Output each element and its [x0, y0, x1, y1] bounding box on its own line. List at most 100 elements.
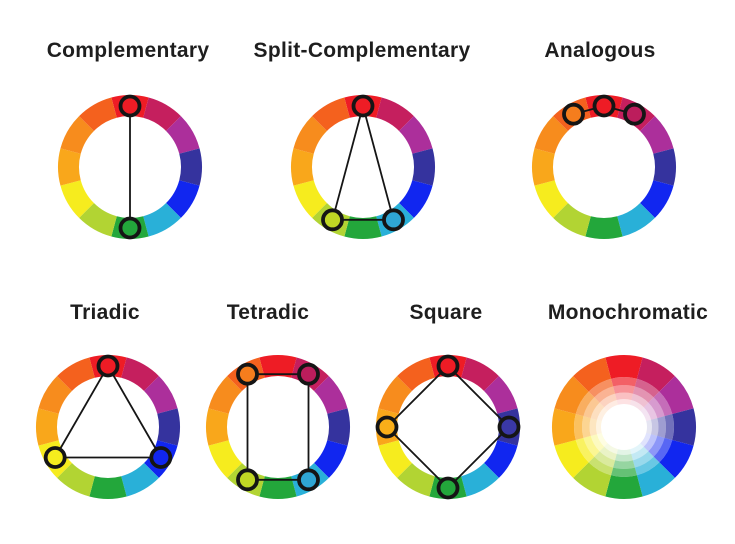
wheel-segment-yellow-green — [553, 203, 591, 237]
mono-segment-blue-green-tint2 — [632, 451, 654, 468]
mono-segment-yellow-orange-tint0 — [552, 408, 576, 446]
wheel-segment-orange — [60, 116, 94, 154]
wheel-segment-red-orange — [312, 97, 350, 131]
wheel-segment-violet — [144, 376, 178, 414]
wheel-segment-red-violet — [376, 97, 414, 131]
monochromatic-title: Monochromatic — [547, 301, 709, 324]
connection-line — [447, 365, 510, 428]
marker-red — [351, 94, 375, 118]
wheel-segment-yellow — [208, 440, 242, 478]
marker-red — [118, 94, 142, 118]
mono-segment-yellow-green-tint4 — [604, 443, 619, 455]
wheel-segment-yellow-green — [397, 463, 435, 497]
wheel-segment-green — [89, 476, 127, 499]
square-title: Square — [409, 301, 483, 324]
mono-segment-red-violet-tint1 — [634, 378, 660, 398]
marker-red — [436, 354, 460, 378]
color-wheel-square — [375, 354, 521, 500]
color-wheel-monochromatic — [552, 355, 696, 499]
mono-segment-blue-violet-tint0 — [672, 408, 696, 446]
mono-segment-yellow-tint2 — [583, 435, 600, 457]
mono-segment-violet-tint4 — [640, 407, 652, 422]
wheel-segment-blue — [166, 180, 200, 218]
mono-segment-orange-tint1 — [575, 391, 595, 417]
wheel-segment-blue — [484, 440, 518, 478]
wheel-segment-yellow-orange — [532, 148, 555, 186]
wheel-segment-blue-violet — [157, 408, 180, 446]
wheel-segment-red-orange — [397, 357, 435, 391]
mono-segment-red-orange-tint4 — [604, 399, 619, 411]
marker-red-orange — [236, 362, 259, 386]
marker-yellow — [43, 446, 67, 469]
mono-segment-green-tint3 — [615, 454, 633, 462]
wheel-segment-blue-green — [617, 203, 655, 237]
mono-segment-yellow-green-tint3 — [599, 446, 617, 461]
wheel-segment-orange — [534, 116, 568, 154]
connection-line — [107, 365, 162, 458]
mono-segment-red-tint1 — [611, 377, 637, 387]
wheel-segment-orange — [378, 376, 412, 414]
mono-segment-red-orange-tint2 — [594, 386, 616, 403]
mono-segment-orange-tint4 — [596, 407, 608, 422]
wheel-segment-green — [344, 216, 382, 239]
connection-line — [386, 365, 449, 428]
mono-segment-green-tint1 — [611, 467, 637, 477]
mono-segment-blue-tint2 — [648, 435, 665, 457]
wheel-segment-yellow — [534, 180, 568, 218]
marker-yellow-orange — [375, 415, 399, 439]
mono-segment-red-tint3 — [615, 392, 633, 400]
mono-segment-yellow-orange-tint3 — [589, 418, 597, 436]
mono-segment-blue-violet-tint4 — [646, 419, 652, 435]
tetradic-title: Tetradic — [226, 301, 310, 324]
marker-green — [118, 216, 142, 240]
mono-segment-blue-green-tint0 — [636, 462, 675, 497]
mono-segment-blue-tint3 — [643, 434, 658, 452]
wheel-segment-violet — [640, 116, 674, 154]
mono-segment-yellow-tint3 — [590, 434, 605, 452]
wheel-segment-red-orange — [57, 357, 95, 391]
marker-red — [96, 354, 120, 378]
wheel-segment-red-violet — [143, 97, 181, 131]
wheel-segment-green — [259, 476, 297, 499]
wheel-segment-yellow — [293, 180, 327, 218]
mono-segment-green-tint2 — [613, 460, 635, 469]
wheel-segment-blue — [640, 180, 674, 218]
mono-segment-violet-tint1 — [653, 391, 673, 417]
color-wheel-analogous — [532, 94, 676, 239]
wheel-segment-blue-green — [143, 203, 181, 237]
marker-blue-green — [382, 208, 405, 232]
marker-blue-violet — [497, 415, 521, 439]
wheel-segment-green — [585, 216, 623, 239]
wheel-segment-yellow — [60, 180, 94, 218]
mono-segment-red-tint2 — [613, 385, 635, 394]
wheel-segment-yellow-orange — [58, 148, 81, 186]
mono-segment-red-violet-tint4 — [629, 399, 644, 411]
split-complementary-title: Split-Complementary — [253, 39, 471, 62]
mono-segment-yellow-green-tint0 — [573, 462, 612, 497]
marker-yellow-green — [321, 208, 344, 232]
mono-segment-blue-green-tint4 — [629, 443, 644, 455]
wheel-segment-yellow-orange — [36, 408, 59, 446]
wheel-segment-yellow — [378, 440, 412, 478]
mono-segment-green-tint4 — [616, 449, 632, 455]
wheel-segment-orange — [293, 116, 327, 154]
analogous-title: Analogous — [544, 39, 656, 62]
mono-segment-blue-tint4 — [640, 432, 652, 447]
wheel-segment-yellow-green — [79, 203, 117, 237]
mono-segment-orange-tint2 — [583, 397, 600, 419]
marker-red — [592, 94, 616, 118]
marker-red-orange — [562, 102, 585, 126]
wheel-segment-red-violet — [461, 357, 499, 391]
wheel-segment-violet — [314, 376, 348, 414]
mono-segment-red-orange-tint3 — [599, 393, 617, 408]
wheel-segment-orange — [38, 376, 72, 414]
mono-segment-red-orange-tint1 — [588, 378, 614, 398]
mono-segment-red-orange-tint0 — [573, 357, 612, 392]
mono-segment-yellow-tint0 — [554, 439, 589, 478]
mono-segment-blue-tint1 — [653, 437, 673, 463]
wheel-segment-yellow-orange — [291, 148, 314, 186]
mono-segment-blue-violet-tint3 — [651, 418, 659, 436]
wheel-segment-violet — [484, 376, 518, 414]
connection-line — [362, 105, 395, 221]
marker-blue — [149, 446, 173, 469]
